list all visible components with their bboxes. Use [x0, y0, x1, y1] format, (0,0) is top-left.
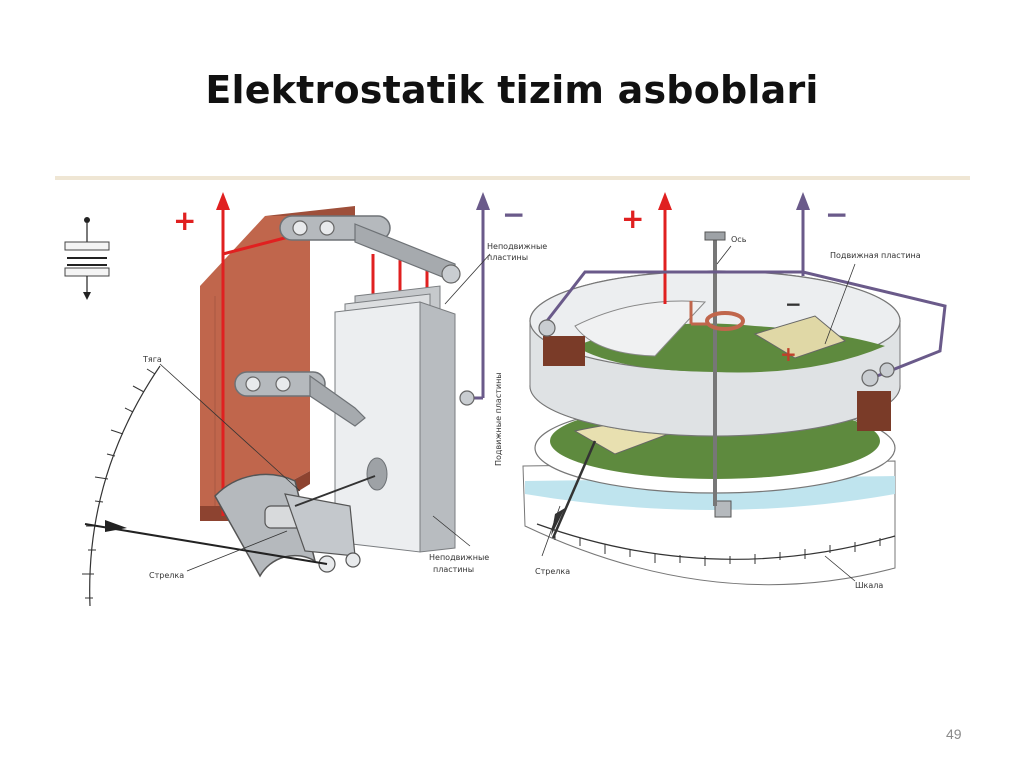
minus-terminal-wire	[459, 192, 490, 406]
left-label-nepodvizhnye-bottom-1: Неподвижные	[429, 553, 489, 562]
left-label-strelka: Стрелка	[149, 571, 184, 580]
slide-title: Elektrostatik tizim asboblari	[205, 68, 819, 112]
label-tyaga: Тяга	[142, 355, 162, 364]
right-label-strelka: Стрелка	[535, 567, 570, 576]
top-gray-bar	[279, 215, 461, 284]
axis-and-spring	[689, 231, 745, 506]
left-plus-sign: +	[173, 204, 196, 237]
sector-mechanism	[214, 473, 376, 578]
left-scale-arc	[82, 365, 161, 607]
page-number: 49	[946, 726, 962, 742]
left-minus-sign: −	[502, 198, 525, 231]
plate-plus-sign: +	[780, 342, 797, 366]
upper-disc	[529, 270, 901, 437]
left-pointer	[84, 520, 328, 565]
capacitor-symbol-icon	[64, 217, 110, 300]
plate-minus-sign: −	[785, 292, 802, 316]
left-label-nepodvizhnye-top-2: пластины	[487, 253, 528, 262]
disc-mechanism-diagram: + − + −	[522, 192, 947, 590]
left-label-nepodvizhnye-top-1: Неподвижные	[487, 242, 547, 251]
label-podvizhnye-vertical: Подвижные пластины	[494, 372, 503, 466]
middle-gray-bracket	[234, 371, 366, 427]
label-os: Ось	[731, 235, 747, 244]
right-plus-sign: +	[621, 202, 644, 235]
left-label-nepodvizhnye-bottom-2: пластины	[433, 565, 474, 574]
right-minus-sign: −	[825, 198, 848, 231]
linear-mechanism-diagram: +	[64, 192, 547, 607]
label-podvizhnaya-plastina: Подвижная пластина	[830, 251, 921, 260]
electrostatic-instrument-illustration: +	[55, 176, 970, 616]
right-pointer	[551, 440, 597, 539]
stacked-plates	[334, 285, 456, 553]
label-shkala: Шкала	[855, 581, 883, 590]
right-minus-wire-frame	[538, 192, 947, 387]
